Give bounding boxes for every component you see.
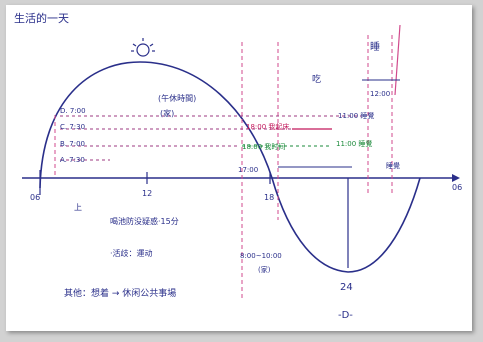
note-mid-left: 上 [74,203,82,212]
day-curve [39,61,421,273]
evening-sleep-2: 11:00 睡覺 [336,139,372,148]
evening-sleep-1: 11:00 睡覺 [338,111,374,120]
axis-label-right: 06 [452,183,462,192]
note-bottom-mid-2: (家) [258,265,271,274]
evening-time-17: 17:00 [238,166,258,174]
time-label-c: C. 7:30 [60,123,85,131]
note-bottom-left: 其他：想着 → 休闲公共事場 [64,287,176,299]
note-bottom-mid: 8:00~10:00 [240,252,282,260]
eat-label: 吃 [312,73,321,85]
time-label-a: A. 7:30 [60,156,85,164]
paper-sheet [6,5,472,331]
right-top-label: 睡 [370,40,380,53]
axis-label-18: 18 [264,193,274,202]
axis-label-12: 12 [142,189,152,198]
pink-slash [394,24,401,96]
noon-sub: (家) [160,108,174,118]
evening-sleep-3: 睡覺 [386,161,400,170]
note-bottom-right: -D- [338,310,353,321]
mid-time-2: 18:00 我时间 [242,142,285,151]
axis-label-24: 24 [340,282,353,293]
mid-time-1: 18:00 我起床 [246,122,289,131]
axis-arrow [452,174,460,182]
evening-time-1: 12:00 [370,90,390,98]
pink-guides [54,35,393,300]
note-center: 喝池防没疑惑·15分 [110,216,179,226]
axis-ticks [39,170,349,268]
time-label-d: D. 7:00 [60,107,86,115]
sun-icon [131,38,155,57]
sketch-title: 生活的一天 [14,11,69,25]
schedule-lines [60,115,362,161]
time-label-b: B. 7:00 [60,140,85,148]
note-center-2: ·活歧：運动 [110,248,153,258]
noon-label: (午休時間) [158,93,196,103]
axis-label-left: 06 [30,193,40,202]
